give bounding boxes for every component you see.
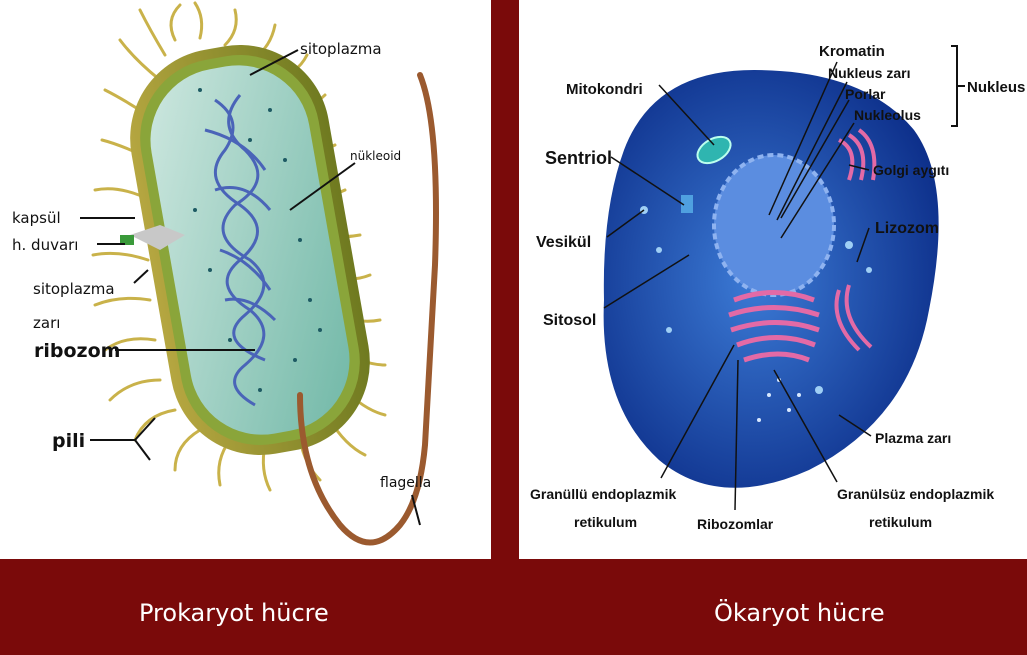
label-plazma-zari: Plazma zarı — [875, 430, 951, 446]
label-h-duvari: h. duvarı — [12, 236, 78, 254]
caption-prokaryote: Prokaryot hücre — [139, 598, 329, 628]
label-kromatin: Kromatin — [819, 43, 885, 60]
label-sitosol: Sitosol — [543, 312, 596, 329]
label-granulsuz-1: Granülsüz endoplazmik — [837, 486, 994, 502]
label-granullu-1: Granüllü endoplazmik — [530, 486, 676, 502]
label-mitokondri: Mitokondri — [566, 81, 643, 98]
panel-divider — [491, 0, 519, 559]
label-golgi: Golgi aygıtı — [873, 162, 949, 178]
label-sentriol: Sentriol — [545, 148, 612, 168]
label-ribozom: ribozom — [34, 340, 120, 362]
label-flagella: flagella — [380, 475, 431, 491]
label-nukleolus: Nukleolus — [854, 107, 921, 123]
prokaryote-panel: sitoplazma nükleoid kapsül h. duvarı sit… — [0, 0, 491, 559]
nucleus-bracket — [951, 46, 957, 126]
label-porlar: Porlar — [845, 86, 886, 102]
caption-eukaryote: Ökaryot hücre — [714, 598, 885, 628]
label-sitoplazma-zari-1: sitoplazma — [33, 280, 115, 298]
label-ribozomlar: Ribozomlar — [697, 516, 774, 532]
label-sitoplazma-zari-2: zarı — [33, 314, 60, 332]
prokaryote-diagram: sitoplazma nükleoid kapsül h. duvarı sit… — [0, 0, 491, 559]
label-granulsuz-2: retikulum — [869, 514, 932, 530]
label-kapsul: kapsül — [12, 209, 61, 227]
eukaryote-diagram: Kromatin Nukleus zarı Porlar Nukleolus N… — [519, 0, 1027, 559]
eukaryote-panel: Kromatin Nukleus zarı Porlar Nukleolus N… — [519, 0, 1027, 559]
label-nukleoid: nükleoid — [350, 149, 401, 163]
label-nukleus-zari: Nukleus zarı — [828, 65, 910, 81]
label-granullu-2: retikulum — [574, 514, 637, 530]
label-vesikul: Vesikül — [536, 234, 591, 251]
label-lizozom: Lizozom — [875, 220, 939, 237]
label-nukleus: Nukleus — [967, 79, 1025, 96]
label-pili: pili — [52, 430, 85, 452]
label-sitoplazma-top: sitoplazma — [300, 40, 382, 58]
nucleus — [714, 155, 834, 295]
